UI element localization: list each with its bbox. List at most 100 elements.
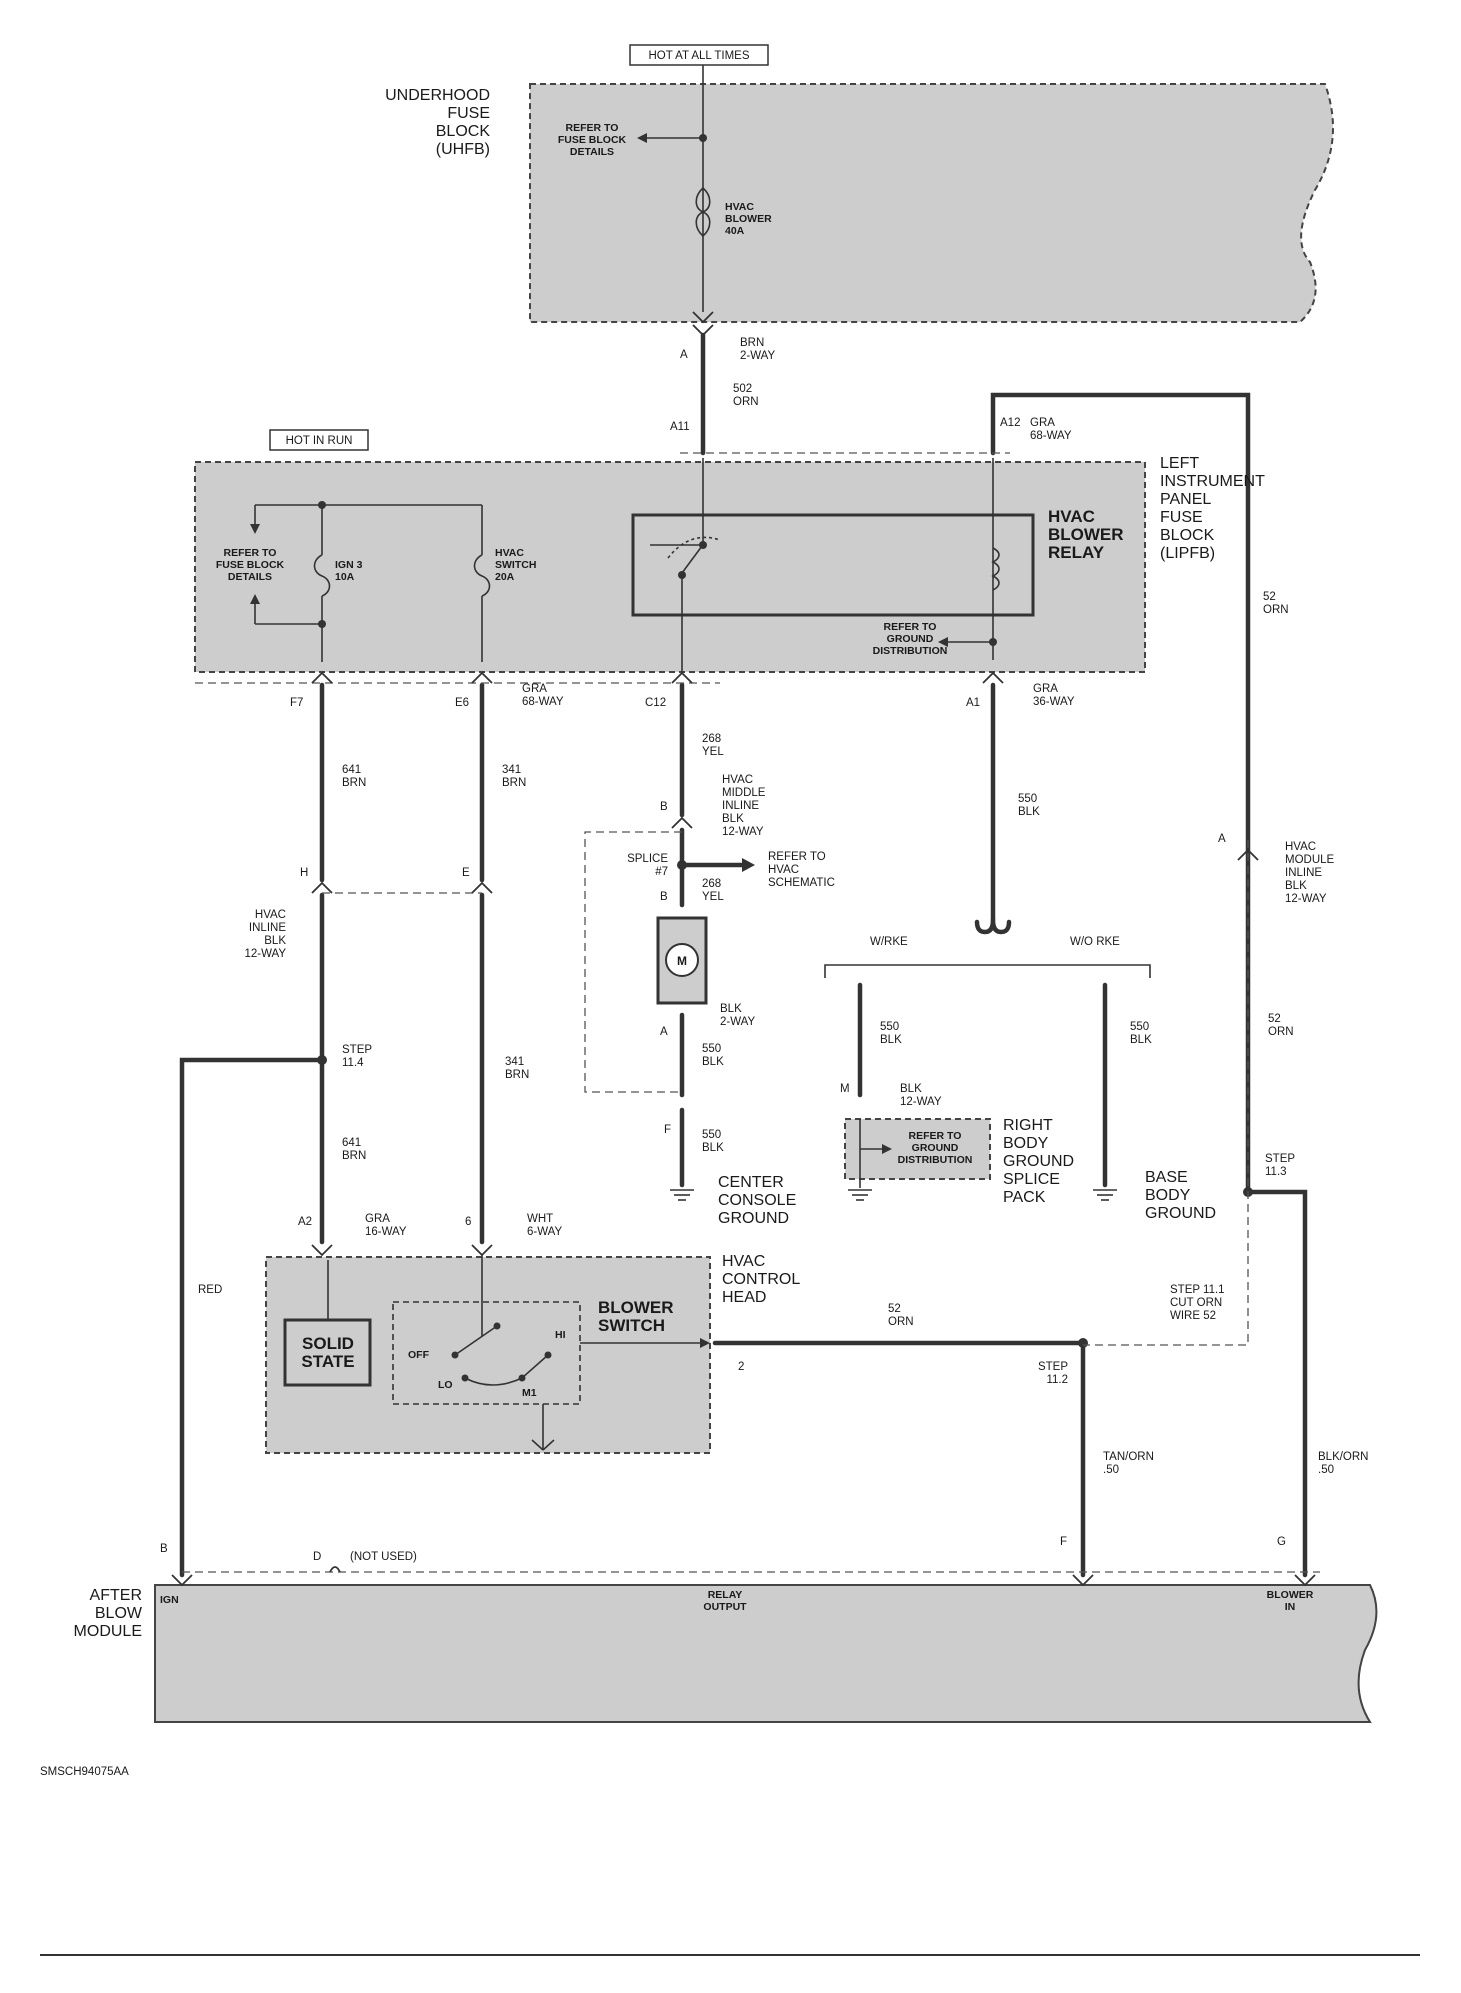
svg-text:(UHFB): (UHFB) (436, 141, 490, 158)
splice-pack-arrow (882, 1144, 892, 1154)
svg-text:BLOCK: BLOCK (1160, 527, 1215, 544)
middle-inline-label: HVAC MIDDLE INLINE BLK 12-WAY (722, 774, 766, 838)
svg-text:IN: IN (1285, 1601, 1296, 1613)
conn-h-label: H (300, 867, 308, 879)
wire-550-wrke-label: 550 BLK (880, 1021, 902, 1046)
wire-641-top-label: 641 BRN (342, 764, 366, 789)
after-blow-module-label: AFTER BLOW MODULE (74, 1587, 143, 1640)
svg-text:BRN: BRN (505, 1069, 529, 1081)
refer-ground-1: REFER TO GROUND DISTRIBUTION (873, 621, 948, 657)
svg-text:GROUND: GROUND (1145, 1205, 1216, 1222)
wire-blk-orn-label: BLK/ORN .50 (1318, 1451, 1369, 1476)
svg-text:GRA: GRA (1030, 417, 1055, 429)
blower-motor-icon (665, 943, 699, 977)
conn-d-bottom-label: D (313, 1551, 321, 1563)
relay-armature-link (667, 536, 721, 559)
svg-text:11.3: 11.3 (1265, 1166, 1287, 1178)
conn-b-top-label: B (660, 801, 668, 813)
right-body-ground-icon (848, 1189, 872, 1201)
wire-tan-orn-label: TAN/ORN .50 (1103, 1451, 1154, 1476)
hot-in-run-label: HOT IN RUN (286, 435, 353, 447)
svg-text:BLOWER: BLOWER (1267, 1589, 1314, 1601)
hot-in-run-box (269, 429, 369, 451)
relay-coil-icon (991, 547, 1000, 591)
svg-text:SOLID: SOLID (302, 1334, 354, 1353)
svg-text:341: 341 (502, 764, 521, 776)
module-ign-label: IGN (160, 1594, 179, 1606)
svg-text:11.4: 11.4 (342, 1057, 364, 1069)
step-11-3-label: STEP 11.3 (1265, 1153, 1295, 1178)
svg-text:REFER TO: REFER TO (768, 851, 826, 863)
switch-ground-arrow-l (531, 1439, 544, 1451)
svg-text:BLOWER: BLOWER (725, 213, 772, 225)
svg-text:RIGHT: RIGHT (1003, 1117, 1053, 1134)
rke-split-hook (974, 917, 1012, 935)
switch-ground-arrow-r (542, 1439, 555, 1451)
conn-a2-label: A2 (298, 1216, 312, 1228)
step-11-2-label: STEP 11.2 (1038, 1361, 1068, 1386)
svg-text:BLOW: BLOW (95, 1605, 143, 1622)
svg-text:RELAY: RELAY (708, 1589, 743, 1601)
svg-text:641: 641 (342, 1137, 361, 1149)
svg-text:550: 550 (702, 1129, 721, 1141)
svg-text:2-WAY: 2-WAY (720, 1016, 755, 1028)
rke-split-bracket (824, 964, 1151, 978)
svg-text:40A: 40A (725, 225, 745, 237)
svg-text:HVAC: HVAC (768, 864, 799, 876)
svg-text:BLK: BLK (264, 935, 286, 947)
svg-text:GRA: GRA (365, 1213, 390, 1225)
blower-switch-arm (454, 1325, 498, 1356)
refer-fuse-block-1: REFER TO FUSE BLOCK DETAILS (558, 122, 627, 158)
svg-text:550: 550 (880, 1021, 899, 1033)
svg-text:BLOCK: BLOCK (436, 123, 491, 140)
wire-550-worke-label: 550 BLK (1130, 1021, 1152, 1046)
solid-state-box (283, 1318, 372, 1387)
svg-text:BLK/ORN: BLK/ORN (1318, 1451, 1369, 1463)
svg-text:12-WAY: 12-WAY (244, 948, 286, 960)
svg-text:BLOWER: BLOWER (598, 1298, 674, 1317)
svg-text:12-WAY: 12-WAY (900, 1096, 942, 1108)
svg-text:HVAC: HVAC (255, 909, 286, 921)
svg-text:SWITCH: SWITCH (495, 559, 536, 571)
svg-text:BLOWER: BLOWER (1048, 525, 1124, 544)
wire-268-mid-label: 268 YEL (702, 878, 724, 903)
wire-641-mid-label: 641 BRN (342, 1137, 366, 1162)
blower-relay-label: HVAC BLOWER RELAY (1048, 507, 1124, 562)
w-rke-label: W/RKE (870, 936, 908, 948)
conn-brn-label: BRN 2-WAY (740, 337, 775, 362)
svg-text:INSTRUMENT: INSTRUMENT (1160, 473, 1265, 490)
relay-ground-splice (989, 638, 997, 646)
svg-text:ORN: ORN (888, 1316, 914, 1328)
conn-a11-label: A11 (670, 421, 690, 433)
svg-text:502: 502 (733, 383, 752, 395)
wire-268-top-label: 268 YEL (702, 733, 724, 758)
center-console-ground-icon (670, 1189, 694, 1201)
svg-text:ORN: ORN (733, 396, 759, 408)
module-blower-in-label: BLOWER IN (1267, 1589, 1314, 1613)
lipfb-left-arrow-up (250, 594, 260, 604)
base-body-ground-label: BASE BODY GROUND (1145, 1169, 1216, 1222)
blk-2way-label: BLK 2-WAY (720, 1003, 755, 1028)
svg-text:DETAILS: DETAILS (228, 571, 272, 583)
conn-f-console-label: F (664, 1124, 671, 1136)
svg-text:STATE: STATE (301, 1352, 354, 1371)
solid-state-label: SOLID STATE (301, 1334, 354, 1371)
wo-rke-label: W/O RKE (1070, 936, 1120, 948)
svg-text:STEP: STEP (1265, 1153, 1295, 1165)
svg-text:268: 268 (702, 878, 721, 890)
svg-text:TAN/ORN: TAN/ORN (1103, 1451, 1154, 1463)
svg-text:DISTRIBUTION: DISTRIBUTION (898, 1154, 973, 1166)
conn-m-type: BLK 12-WAY (900, 1083, 942, 1108)
conn-e6-label: E6 (455, 697, 469, 709)
conn-a1-label: A1 (966, 697, 980, 709)
hot-at-all-times-box (629, 44, 769, 66)
svg-text:GROUND: GROUND (912, 1142, 959, 1154)
svg-text:GRA: GRA (522, 683, 547, 695)
svg-text:HVAC: HVAC (1285, 841, 1316, 853)
svg-text:12-WAY: 12-WAY (722, 826, 764, 838)
svg-text:PACK: PACK (1003, 1189, 1046, 1206)
switch-ladder (464, 1354, 549, 1386)
svg-text:REFER TO: REFER TO (566, 122, 619, 134)
splice-step-11-4 (317, 1055, 327, 1065)
